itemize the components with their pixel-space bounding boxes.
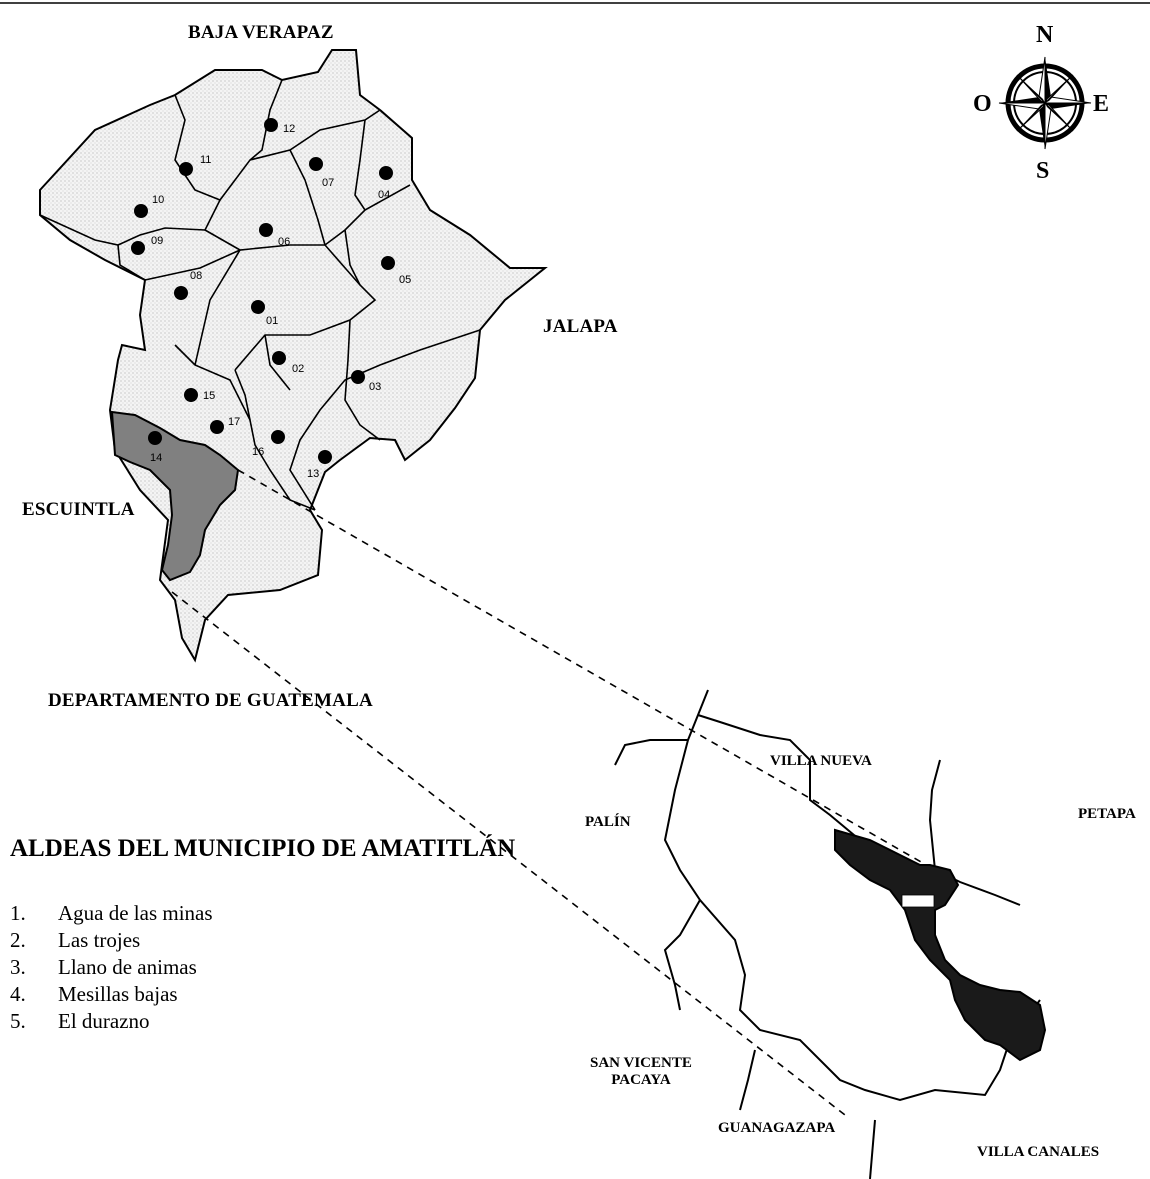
village-marker-label-09: 09 xyxy=(151,235,163,247)
village-marker-label-04: 04 xyxy=(378,189,390,201)
village-marker-label-13: 13 xyxy=(307,468,319,480)
village-marker-15 xyxy=(184,388,198,402)
village-marker-label-01: 01 xyxy=(266,315,278,327)
village-marker-17 xyxy=(210,420,224,434)
village-marker-03 xyxy=(351,370,365,384)
village-marker-label-17: 17 xyxy=(228,416,240,428)
village-marker-09 xyxy=(131,241,145,255)
compass-n-label: N xyxy=(1036,22,1054,48)
village-markers: 01 02 03 04 05 06 07 08 09 10 11 12 13 14 15 16 17 xyxy=(131,118,411,480)
village-marker-06 xyxy=(259,223,273,237)
village-marker-13 xyxy=(318,450,332,464)
village-marker-label-03: 03 xyxy=(369,381,381,393)
village-marker-01 xyxy=(251,300,265,314)
inset-lake-label-box xyxy=(901,894,935,908)
village-marker-label-15: 15 xyxy=(203,390,215,402)
inset-connector-lines xyxy=(171,469,936,1116)
label-villa-canales: VILLA CANALES xyxy=(977,1144,1100,1160)
village-marker-05 xyxy=(381,256,395,270)
village-marker-16 xyxy=(271,430,285,444)
lake-amatitlan xyxy=(110,410,240,582)
village-marker-11 xyxy=(179,162,193,176)
label-villa-nueva: VILLA NUEVA xyxy=(770,753,872,769)
village-marker-12 xyxy=(264,118,278,132)
villages-list: 1.Agua de las minas 2.Las trojes 3.Llano… xyxy=(10,900,213,1035)
village-marker-label-12: 12 xyxy=(283,123,295,135)
inset-lake xyxy=(834,828,1047,1062)
village-marker-08 xyxy=(174,286,188,300)
list-item: 1.Agua de las minas xyxy=(10,901,213,925)
label-escuintla: ESCUINTLA xyxy=(22,499,135,520)
village-boundaries xyxy=(39,79,481,511)
inset-map xyxy=(614,689,1041,1179)
list-item: 3.Llano de animas xyxy=(10,955,197,979)
label-jalapa: JALAPA xyxy=(543,316,618,337)
villages-list-title: ALDEAS DEL MUNICIPIO DE AMATITLÁN xyxy=(10,835,516,862)
village-marker-label-11: 11 xyxy=(200,154,211,166)
label-departamento-guatemala: DEPARTAMENTO DE GUATEMALA xyxy=(48,690,373,711)
village-marker-10 xyxy=(134,204,148,218)
village-marker-label-16: 16 xyxy=(252,446,264,458)
label-petapa: PETAPA xyxy=(1078,806,1136,822)
label-guanagazapa: GUANAGAZAPA xyxy=(718,1120,836,1136)
label-palin: PALÍN xyxy=(585,814,631,830)
list-item: 4.Mesillas bajas xyxy=(10,982,178,1006)
compass-w-label: O xyxy=(973,91,992,117)
village-marker-02 xyxy=(272,351,286,365)
compass-rose-icon xyxy=(998,56,1092,150)
village-marker-label-05: 05 xyxy=(399,274,411,286)
municipality-outline xyxy=(39,49,548,663)
label-baja-verapaz: BAJA VERAPAZ xyxy=(188,22,334,43)
village-marker-label-07: 07 xyxy=(322,177,334,189)
village-marker-label-10: 10 xyxy=(152,194,164,206)
village-marker-label-02: 02 xyxy=(292,363,304,375)
village-marker-07 xyxy=(309,157,323,171)
village-marker-04 xyxy=(379,166,393,180)
compass-s-label: S xyxy=(1036,158,1050,184)
village-marker-label-14: 14 xyxy=(150,452,162,464)
village-marker-label-08: 08 xyxy=(190,270,202,282)
compass-e-label: E xyxy=(1093,91,1110,117)
label-san-vicente-pacaya: SAN VICENTE PACAYA xyxy=(590,1055,692,1088)
village-marker-label-06: 06 xyxy=(278,236,290,248)
list-item: 2.Las trojes xyxy=(10,928,141,952)
list-item: 5.El durazno xyxy=(10,1009,150,1033)
village-marker-14 xyxy=(148,431,162,445)
